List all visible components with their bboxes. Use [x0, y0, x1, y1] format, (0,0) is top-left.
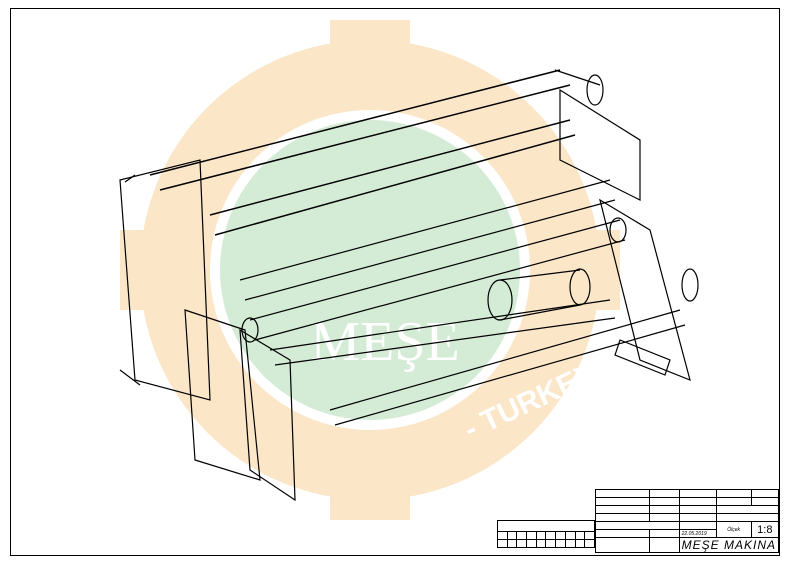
drawing-sheet [10, 8, 780, 556]
svg-text:MEŞE: MEŞE [310, 311, 459, 373]
company-name: MEŞE MAKINA [678, 537, 780, 553]
drawing-scale: 1:8 [750, 521, 780, 538]
sheet-label: Ölçek [715, 521, 752, 538]
roller-bottom [269, 299, 686, 426]
motor [487, 268, 591, 321]
drawing-date: 22.05.2019 [678, 529, 717, 538]
machine-outline [119, 69, 699, 502]
roller-middle [239, 179, 627, 343]
company-logo-watermark: MEŞE - TURKEY [120, 20, 620, 520]
side-wheels [586, 74, 699, 302]
roller-top [149, 69, 576, 236]
tolerance-table [497, 520, 595, 548]
